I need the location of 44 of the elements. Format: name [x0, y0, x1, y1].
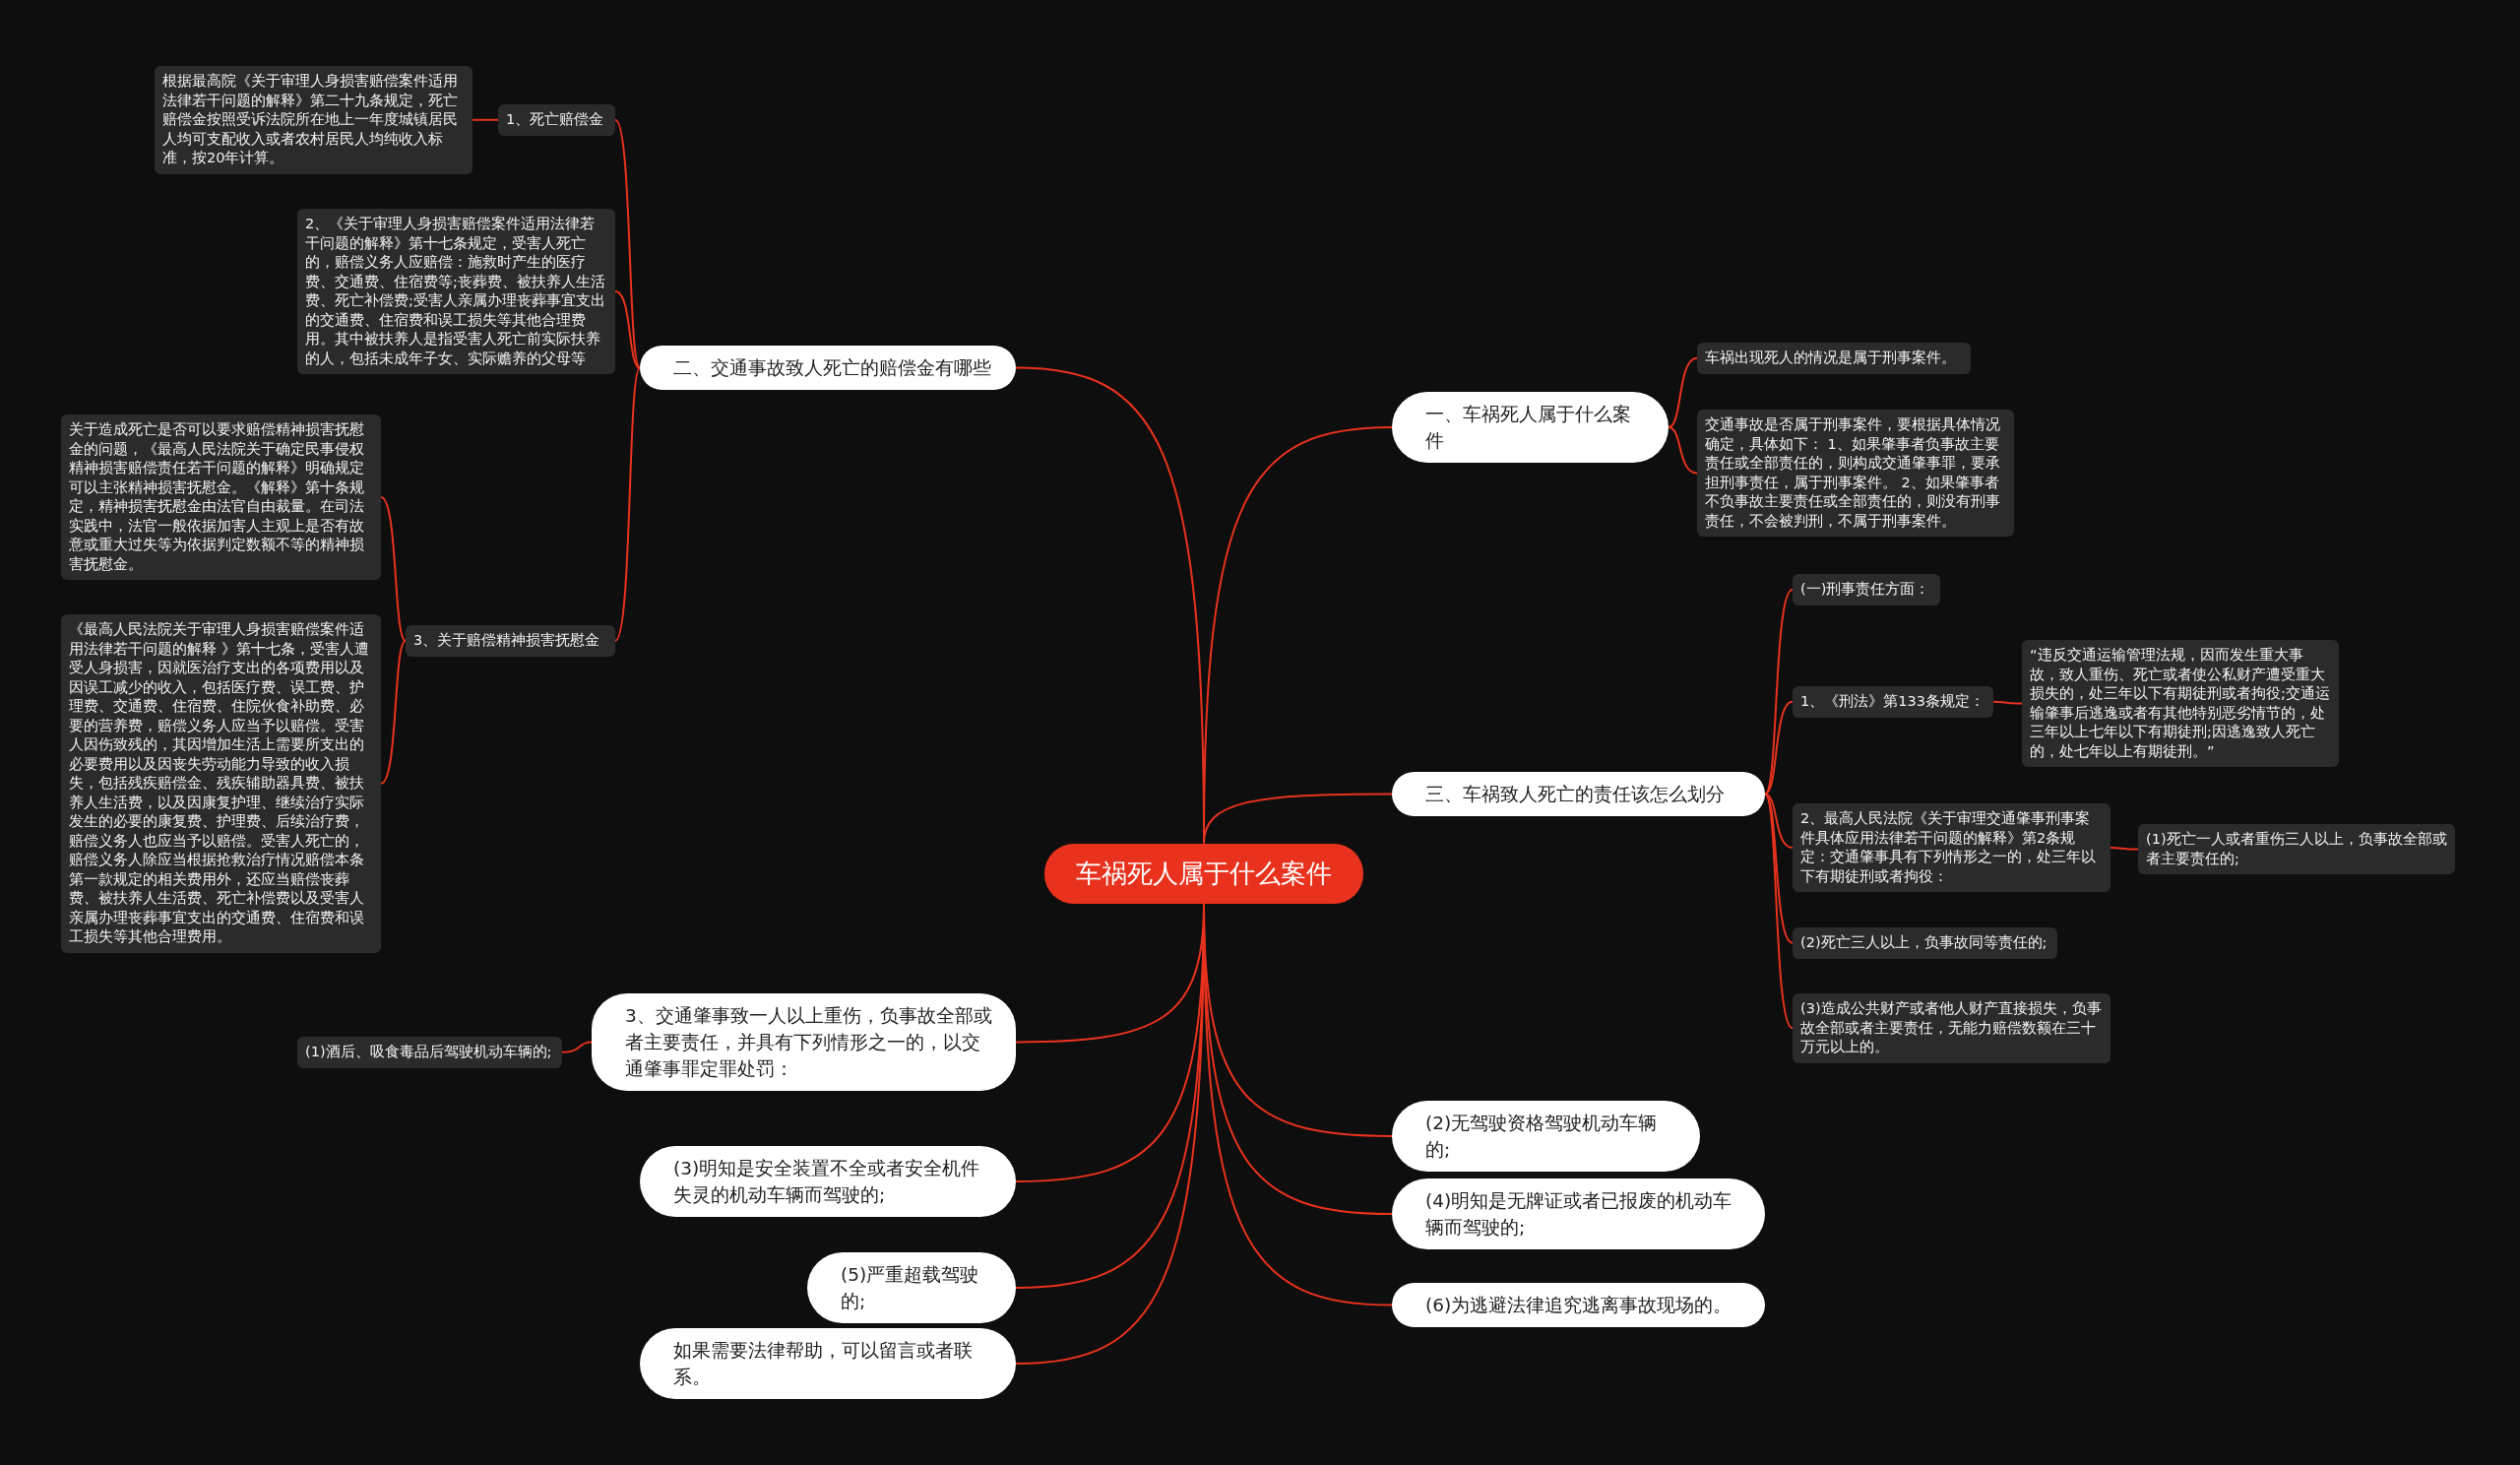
topic-pill: (2)无驾驶资格驾驶机动车辆的; [1392, 1101, 1700, 1172]
note-box: 交通事故是否属于刑事案件，要根据具体情况确定，具体如下： 1、如果肇事者负事故主要责任或全部责任的，则构成交通肇事罪，要承担刑事责任，属于刑事案件。 2、如果肇事者不负事故主要责任或全部责任的，则没有刑事责任，不会被判刑，不属于刑事案件。 [1697, 410, 2014, 537]
topic-pill: 如果需要法律帮助，可以留言或者联系。 [640, 1328, 1016, 1399]
note-box: 《最高人民法院关于审理人身损害赔偿案件适用法律若干问题的解释 》第十七条，受害人遭受人身损害，因就医治疗支出的各项费用以及因误工减少的收入，包括医疗费、误工费、护理费、交通费、住宿费、住院伙食补助费、必要的营养费，赔偿义务人应当予以赔偿。受害人因伤致残的，其因增加生活上需要所支出的必要费用以及因丧失劳动能力导致的收入损失，包括残疾赔偿金、残疾辅助器具费、被扶养人生活费，以及因康复护理、继续治疗实际发生的必要的康复费、护理费、后续治疗费，赔偿义务人也应当予以赔偿。受害人死亡的，赔偿义务人除应当根据抢救治疗情况赔偿本条第一款规定的相关费用外，还应当赔偿丧葬费、被扶养人生活费、死亡补偿费以及受害人亲属办理丧葬事宜支出的交通费、住宿费和误工损失等其他合理费用。 [61, 614, 381, 953]
connector-line [2110, 847, 2139, 851]
topic-pill: (3)明知是安全装置不全或者安全机件失灵的机动车辆而驾驶的; [640, 1146, 1016, 1217]
connector-line [1668, 426, 1698, 475]
note-box: (一)刑事责任方面： [1793, 574, 1940, 605]
note-box: 根据最高院《关于审理人身损害赔偿案件适用法律若干问题的解释》第二十九条规定，死亡赔偿金按照受诉法院所在地上一年度城镇居民人均可支配收入或者农村居民人均纯收入标准，按20年计算。 [155, 66, 472, 174]
connector-line [561, 1041, 593, 1053]
connector-line [614, 366, 641, 642]
note-box: “违反交通运输管理法规，因而发生重大事故，致人重伤、死亡或者使公私财产遭受重大损失的，处三年以下有期徒刑或者拘役;交通运输肇事后逃逸或者有其他特别恶劣情节的，处三年以上七年以下有期徒刑;因逃逸致人死亡的，处七年以上有期徒刑。” [2022, 640, 2339, 767]
note-box: 关于造成死亡是否可以要求赔偿精神损害抚慰金的问题，《最高人民法院关于确定民事侵权精神损害赔偿责任若干问题的解释》明确规定可以主张精神损害抚慰金。《解释》第十条规定，精神损害抚慰金由法官自由裁量。在司法实践中，法官一般依据加害人主观上是否有故意或重大过失等为依据判定数额不等的精神损害抚慰金。 [61, 414, 381, 580]
connector-line [380, 639, 407, 785]
note-box: 1、死亡赔偿金 [498, 104, 615, 136]
note-box: 1、《刑法》第133条规定： [1793, 686, 1993, 718]
topic-pill: (5)严重超载驾驶的; [807, 1252, 1016, 1323]
topic-pill: (6)为逃避法律追究逃离事故现场的。 [1392, 1283, 1765, 1327]
connector-line [472, 118, 499, 121]
connector-line [1764, 793, 1794, 849]
topic-pill: 一、车祸死人属于什么案件 [1392, 392, 1669, 463]
connector-line [1668, 356, 1698, 428]
topic-pill: 三、车祸致人死亡的责任该怎么划分 [1392, 772, 1765, 816]
note-box: (1)酒后、吸食毒品后驾驶机动车辆的; [297, 1037, 562, 1068]
connector-line [1764, 793, 1794, 944]
note-box: 3、关于赔偿精神损害抚慰金 [406, 625, 615, 657]
connector-line [1764, 588, 1794, 796]
connector-line [614, 118, 641, 369]
connector-line [1203, 793, 1393, 845]
note-box: (1)死亡一人或者重伤三人以上，负事故全部或者主要责任的; [2138, 824, 2455, 874]
note-box: (2)死亡三人以上，负事故同等责任的; [1793, 927, 2057, 959]
note-box: 2、《关于审理人身损害赔偿案件适用法律若干问题的解释》第十七条规定，受害人死亡的，赔偿义务人应赔偿：施救时产生的医疗费、交通费、住宿费等;丧葬费、被扶养人生活费、死亡补偿费;受害人亲属办理丧葬事宜支出的交通费、住宿费和误工损失等其他合理费用。其中被扶养人是指受害人死亡前实际扶养的人，包括未成年子女、实际赡养的父母等 [297, 209, 615, 374]
topic-pill: (4)明知是无牌证或者已报废的机动车辆而驾驶的; [1392, 1178, 1765, 1249]
topic-pill: 二、交通事故致人死亡的赔偿金有哪些 [640, 346, 1016, 390]
connector-line [1764, 793, 1794, 1030]
central-topic: 车祸死人属于什么案件 [1044, 844, 1363, 904]
connector-line [614, 290, 641, 369]
note-box: 2、最高人民法院《关于审理交通肇事刑事案件具体应用法律若干问题的解释》第2条规定：交通肇事具有下列情形之一的，处三年以下有期徒刑或者拘役： [1793, 803, 2110, 892]
connector-line [1764, 700, 1794, 796]
connector-line [1992, 700, 2023, 705]
connector-line [380, 496, 407, 642]
topic-pill: 3、交通肇事致一人以上重伤，负事故全部或者主要责任，并具有下列情形之一的，以交通肇事罪定罪处罚： [592, 993, 1016, 1091]
note-box: 车祸出现死人的情况是属于刑事案件。 [1697, 343, 1971, 374]
note-box: (3)造成公共财产或者他人财产直接损失，负事故全部或者主要责任，无能力赔偿数额在三十万元以上的。 [1793, 993, 2110, 1063]
